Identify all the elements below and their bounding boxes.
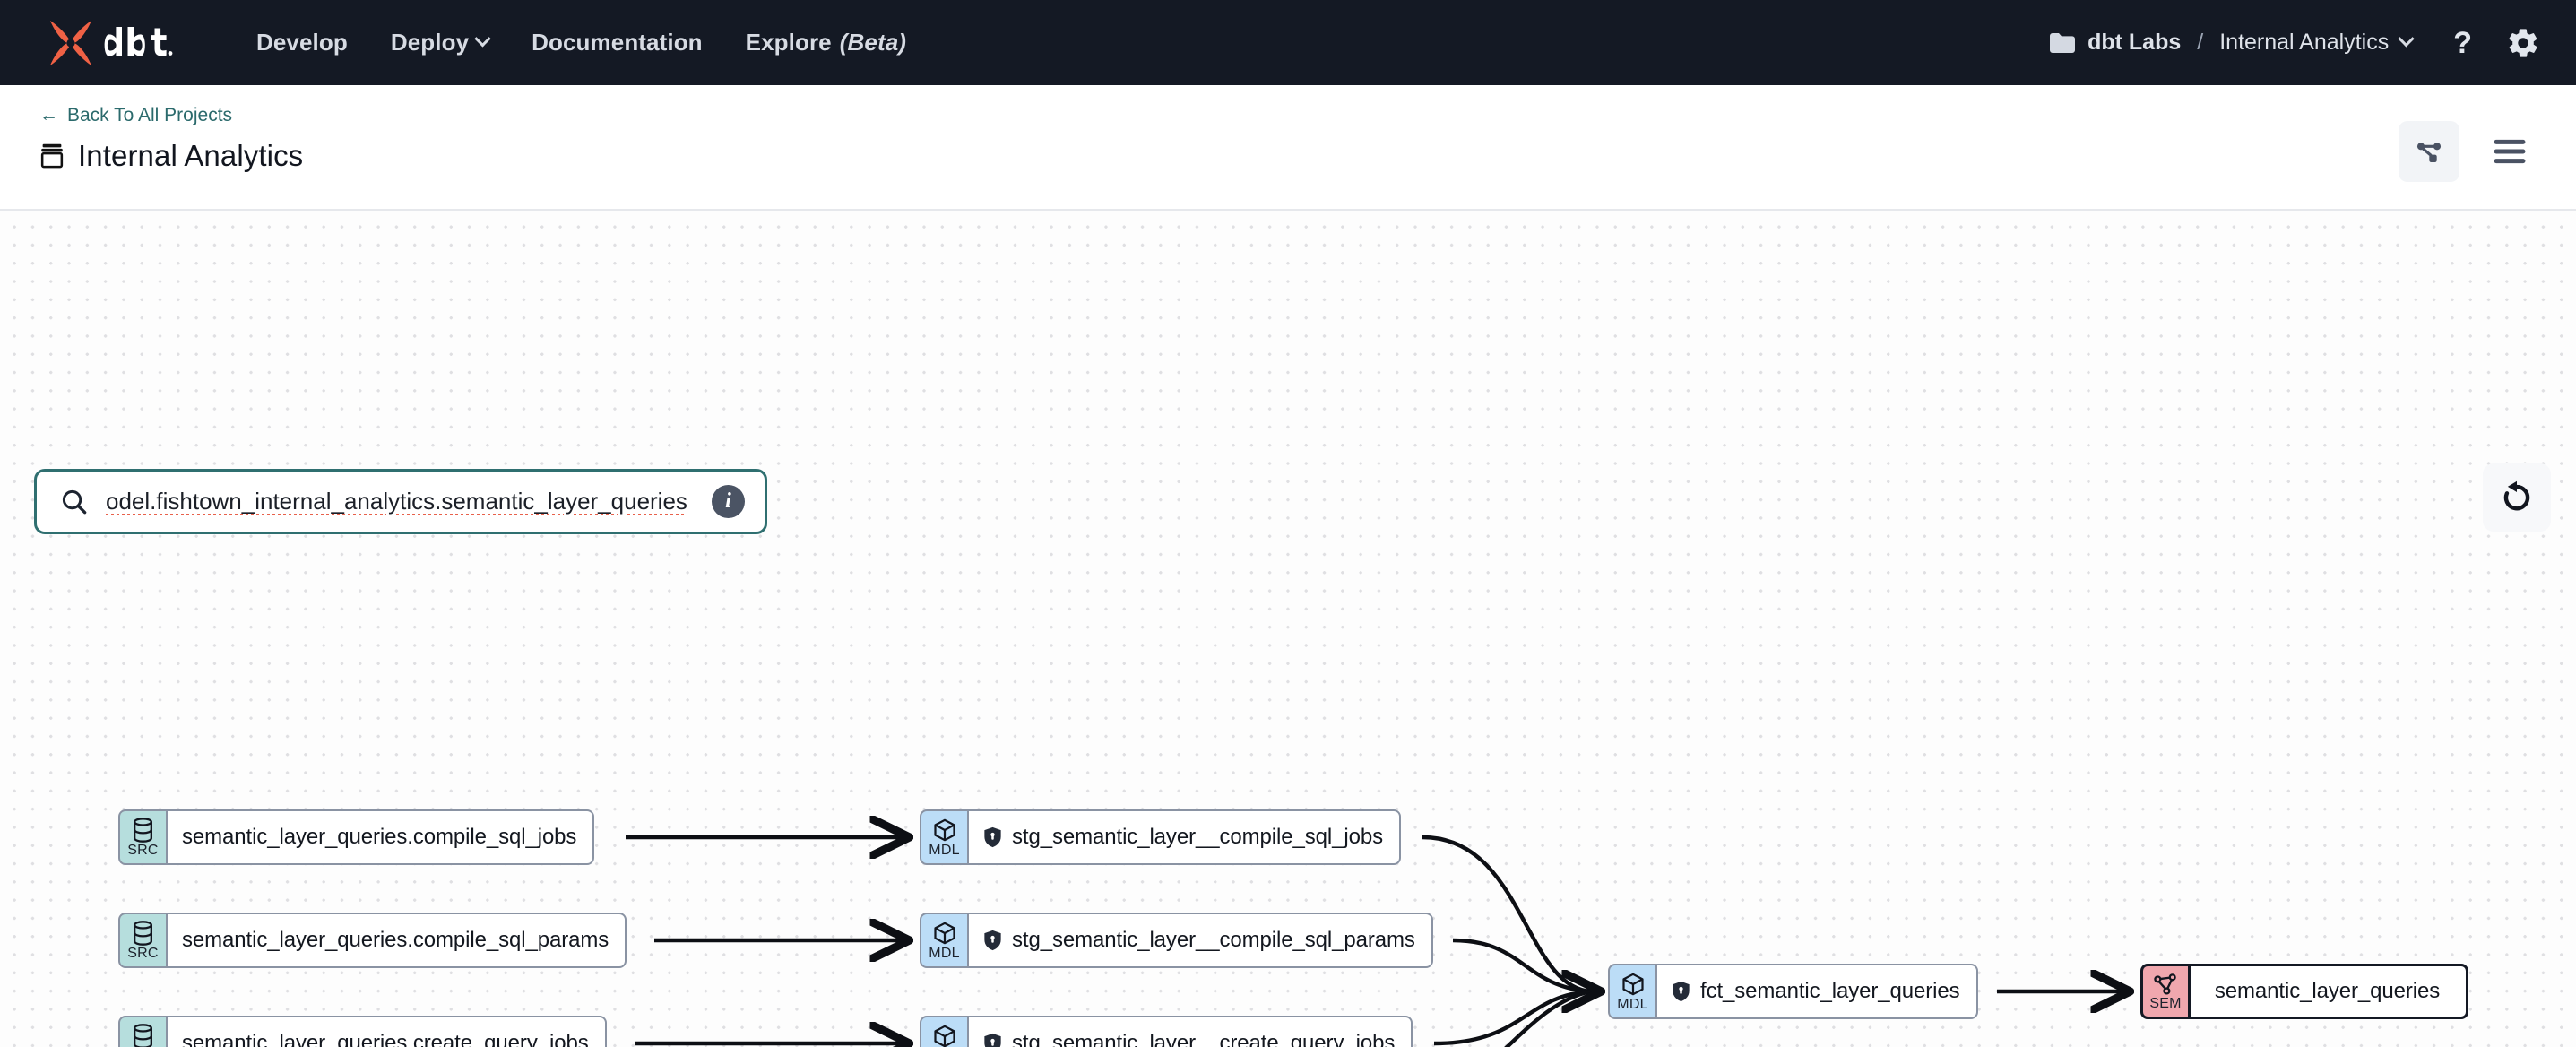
lineage-canvas[interactable]: odel.fishtown_internal_analytics.semanti… — [0, 211, 2576, 1047]
node-body: semantic_layer_queries.compile_sql_jobs — [166, 809, 595, 865]
edge-mdl3-fct — [1433, 989, 1592, 1046]
semantic-graph-icon — [2154, 973, 2176, 995]
nav-item-explore-label: Explore — [745, 29, 832, 56]
node-type-badge-mdl: MDL — [920, 809, 967, 865]
database-icon — [134, 1023, 152, 1047]
page-title-label: Internal Analytics — [78, 139, 304, 172]
back-to-all-projects-link[interactable]: ← Back To All Projects — [39, 105, 303, 126]
database-icon — [134, 920, 152, 946]
cube-icon — [933, 818, 955, 841]
folder-icon — [2050, 32, 2076, 53]
nav-item-develop-label: Develop — [256, 29, 348, 56]
node-body: fct_semantic_layer_queries — [1655, 964, 1978, 1019]
search-icon — [62, 489, 87, 515]
node-type-label: MDL — [1617, 996, 1648, 1012]
chevron-down-icon — [2398, 30, 2415, 48]
lineage-search-box[interactable]: odel.fishtown_internal_analytics.semanti… — [34, 469, 767, 534]
node-type-label: SEM — [2149, 995, 2182, 1011]
node-label: stg_semantic_layer__create_query_jobs — [1012, 1031, 1396, 1047]
database-icon — [134, 817, 152, 843]
gear-icon[interactable] — [2506, 26, 2540, 60]
node-type-badge-src: SRC — [118, 1016, 166, 1047]
dbt-logo[interactable] — [43, 17, 201, 69]
node-label: semantic_layer_queries — [2214, 979, 2441, 1003]
node-body: stg_semantic_layer__create_query_jobs — [967, 1016, 1413, 1047]
lineage-node-mdl3[interactable]: MDL stg_semantic_layer__create_query_job… — [920, 1016, 1431, 1047]
breadcrumb-separator: / — [2197, 30, 2204, 55]
node-type-badge-mdl: MDL — [920, 913, 967, 968]
gear-icon-glyph — [2509, 28, 2537, 57]
nav-item-explore[interactable]: Explore (Beta) — [746, 29, 906, 56]
node-body: semantic_layer_queries.create_query_jobs — [166, 1016, 607, 1047]
back-link-label: Back To All Projects — [67, 105, 233, 125]
shield-icon — [984, 1033, 1001, 1047]
node-type-badge-src: SRC — [118, 809, 166, 865]
reset-view-button[interactable] — [2483, 463, 2551, 532]
node-body: semantic_layer_queries — [2188, 964, 2468, 1019]
lineage-view-toggle[interactable] — [2399, 121, 2459, 182]
back-arrow-icon: ← — [39, 105, 58, 125]
edge-mdl1-fct — [1422, 835, 1592, 994]
node-label: fct_semantic_layer_queries — [1700, 979, 1960, 1003]
help-icon[interactable]: ? — [2453, 25, 2472, 60]
node-type-badge-mdl: MDL — [920, 1016, 967, 1047]
cube-icon — [933, 922, 955, 944]
org-breadcrumb[interactable]: dbt Labs — [2049, 30, 2181, 56]
primary-nav-links: Develop Deploy Documentation Explore (Be… — [256, 29, 906, 56]
cube-icon — [1621, 973, 1644, 995]
chevron-down-icon — [474, 30, 491, 48]
nav-item-documentation-label: Documentation — [532, 29, 703, 56]
cube-icon — [933, 1025, 955, 1047]
node-type-label: SRC — [127, 945, 159, 961]
shield-icon — [984, 826, 1001, 848]
node-body: semantic_layer_queries.compile_sql_param… — [166, 913, 627, 968]
edge-mdl2-fct — [1452, 938, 1592, 994]
archive-icon — [40, 143, 64, 169]
shield-icon — [984, 930, 1001, 951]
top-navigation-bar: Develop Deploy Documentation Explore (Be… — [0, 0, 2576, 85]
lineage-node-mdl2[interactable]: MDL stg_semantic_layer__compile_sql_para… — [920, 913, 1449, 968]
info-icon[interactable]: i — [712, 485, 745, 518]
lineage-graph-icon — [2416, 143, 2442, 162]
node-type-badge-sem: SEM — [2140, 964, 2188, 1019]
node-label: semantic_layer_queries.compile_sql_param… — [182, 928, 609, 952]
node-type-badge-mdl: MDL — [1608, 964, 1655, 1019]
search-input[interactable]: odel.fishtown_internal_analytics.semanti… — [106, 488, 687, 515]
dbt-logo-wordmark — [104, 26, 173, 56]
node-label: semantic_layer_queries.compile_sql_jobs — [182, 825, 577, 849]
reset-rotate-icon — [2503, 480, 2530, 511]
nav-right-cluster: dbt Labs / Internal Analytics ? — [2049, 26, 2540, 60]
node-label: semantic_layer_queries.create_query_jobs — [182, 1031, 589, 1047]
node-type-badge-src: SRC — [118, 913, 166, 968]
org-name: dbt Labs — [2088, 30, 2182, 55]
nav-item-deploy-label: Deploy — [390, 29, 470, 56]
project-subheader: ← Back To All Projects Internal Analytic… — [0, 85, 2576, 211]
node-type-label: SRC — [127, 842, 159, 858]
view-toggle-group — [2399, 105, 2540, 182]
page-title: Internal Analytics — [39, 139, 303, 173]
dbt-logo-mark — [50, 20, 91, 65]
node-type-label: MDL — [929, 842, 960, 858]
node-body: stg_semantic_layer__compile_sql_params — [967, 913, 1433, 968]
node-body: stg_semantic_layer__compile_sql_jobs — [967, 809, 1401, 865]
lineage-node-src1[interactable]: SRC semantic_layer_queries.compile_sql_j… — [118, 809, 622, 865]
node-label: stg_semantic_layer__compile_sql_jobs — [1012, 825, 1383, 849]
lineage-node-fct[interactable]: MDL fct_semantic_layer_queries — [1608, 964, 1993, 1019]
shield-icon — [1673, 981, 1690, 1002]
nav-item-develop[interactable]: Develop — [256, 29, 348, 56]
explore-beta-tag: (Beta) — [839, 29, 907, 56]
list-icon — [2494, 139, 2526, 164]
lineage-node-src3[interactable]: SRC semantic_layer_queries.create_query_… — [118, 1016, 632, 1047]
lineage-node-sem[interactable]: SEM semantic_layer_queries — [2140, 964, 2468, 1019]
node-type-label: MDL — [929, 945, 960, 961]
lineage-node-mdl1[interactable]: MDL stg_semantic_layer__compile_sql_jobs — [920, 809, 1419, 865]
project-breadcrumb[interactable]: Internal Analytics — [2219, 30, 2415, 56]
nav-item-deploy[interactable]: Deploy — [390, 29, 491, 56]
lineage-node-src2[interactable]: SRC semantic_layer_queries.compile_sql_p… — [118, 913, 651, 968]
list-view-toggle[interactable] — [2479, 121, 2540, 182]
project-name: Internal Analytics — [2219, 30, 2390, 55]
node-label: stg_semantic_layer__compile_sql_params — [1012, 928, 1415, 952]
nav-item-documentation[interactable]: Documentation — [532, 29, 703, 56]
